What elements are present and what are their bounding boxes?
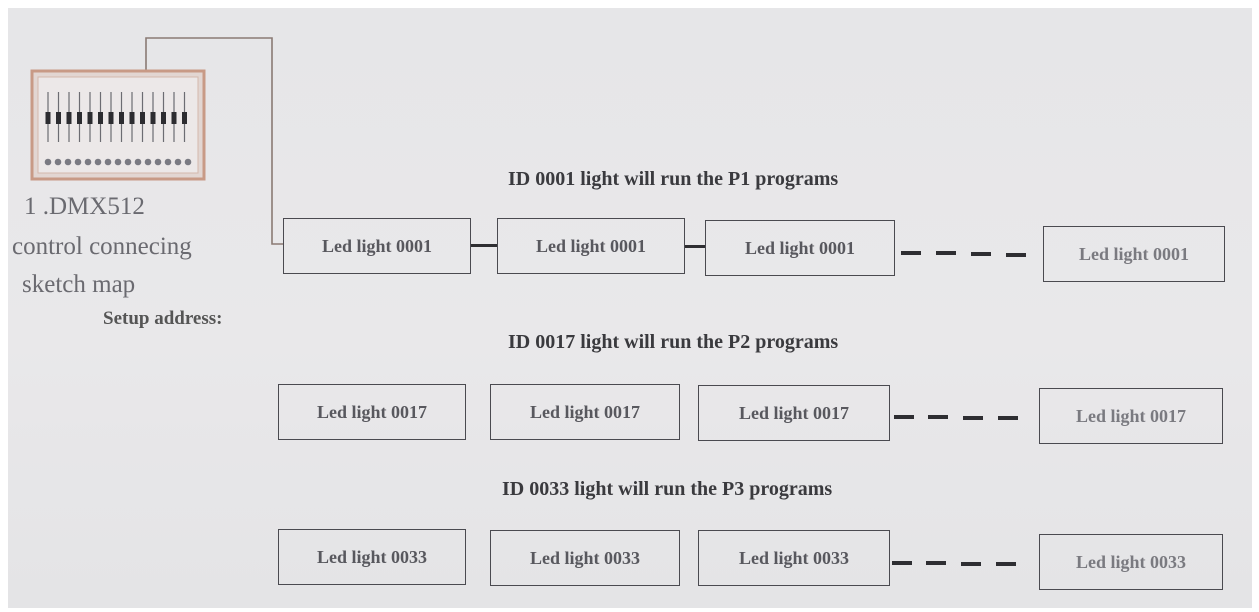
led-light-box: Led light 0033 <box>490 530 680 586</box>
button-dot <box>144 158 152 166</box>
button-dot <box>54 158 62 166</box>
caption-line-3: sketch map <box>22 271 136 298</box>
dashed-connector <box>998 416 1018 420</box>
dashed-connector <box>1006 253 1026 257</box>
button-dot <box>134 158 142 166</box>
led-light-box: Led light 0033 <box>1039 534 1223 590</box>
dashed-connector <box>996 562 1016 566</box>
connector-line <box>471 244 497 247</box>
led-light-box: Led light 0017 <box>490 384 680 440</box>
row-heading-p3: ID 0033 light will run the P3 programs <box>502 478 833 500</box>
button-dot <box>174 158 182 166</box>
fader-knob <box>119 112 124 124</box>
fader-knob <box>45 112 51 124</box>
fader-knob <box>98 112 103 124</box>
button-dot <box>64 158 72 166</box>
dashed-connector <box>894 415 914 419</box>
dashed-connector <box>971 252 991 256</box>
button-dot <box>184 158 192 166</box>
connection-diagram <box>30 37 283 245</box>
connector-line <box>685 245 705 248</box>
dashed-connector <box>892 561 912 565</box>
button-dot <box>44 158 52 166</box>
fader-knob <box>171 112 177 124</box>
caption-line-2: control connecing <box>12 233 192 260</box>
fader-knob <box>150 112 156 124</box>
led-light-box: Led light 0001 <box>283 218 471 274</box>
led-light-box: Led light 0033 <box>698 530 890 586</box>
button-dot <box>164 158 172 166</box>
dashed-connector <box>961 562 981 566</box>
led-light-box: Led light 0001 <box>705 220 895 276</box>
row-heading-p1: ID 0001 light will run the P1 programs <box>508 168 839 190</box>
button-dot <box>94 158 102 166</box>
fader-knob <box>161 112 166 124</box>
led-light-box: Led light 0017 <box>1039 388 1223 444</box>
led-light-box: Led light 0017 <box>698 385 890 441</box>
dashed-connector <box>901 251 921 255</box>
fader-knob <box>140 112 145 124</box>
button-dot <box>154 158 162 166</box>
button-dot <box>104 158 112 166</box>
led-light-box: Led light 0001 <box>1043 226 1225 282</box>
dashed-connector <box>936 251 956 255</box>
fader-knob <box>56 112 61 124</box>
button-dot <box>84 158 92 166</box>
dashed-connector <box>926 561 946 565</box>
button-dot <box>124 158 132 166</box>
button-dot <box>114 158 122 166</box>
led-light-box: Led light 0017 <box>278 384 466 440</box>
fader-knob <box>77 112 82 124</box>
fader-knob <box>108 112 114 124</box>
led-light-box: Led light 0033 <box>278 529 466 585</box>
dmx-cable <box>145 37 283 245</box>
row-heading-p2: ID 0017 light will run the P2 programs <box>508 331 839 353</box>
fader-knob <box>87 112 93 124</box>
fader-knob <box>182 112 187 124</box>
button-dot <box>74 158 82 166</box>
dmx-controller-icon <box>30 69 206 181</box>
fader-knob <box>129 112 135 124</box>
diagram-page: 1 .DMX512 control connecing sketch map S… <box>8 8 1252 608</box>
led-light-box: Led light 0001 <box>497 218 685 274</box>
caption-line-1: 1 .DMX512 <box>24 193 145 220</box>
fader-knob <box>66 112 72 124</box>
dashed-connector <box>963 416 983 420</box>
dashed-connector <box>928 415 948 419</box>
setup-address-label: Setup address: <box>103 308 223 329</box>
